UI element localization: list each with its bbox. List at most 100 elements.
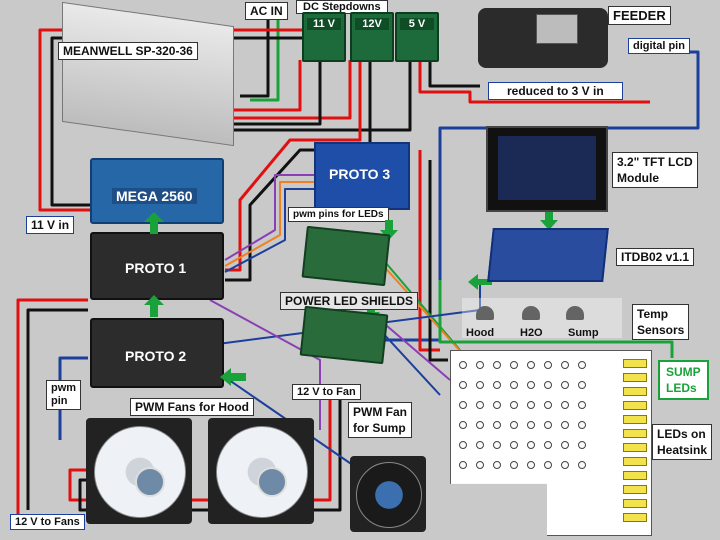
led-dot	[561, 381, 569, 389]
led-dot	[510, 441, 518, 449]
arrow-green-icon	[468, 274, 492, 290]
led-dot	[544, 381, 552, 389]
fan-icon	[86, 418, 192, 524]
led-dot	[476, 461, 484, 469]
itdb02-board	[487, 228, 609, 282]
led-dot	[561, 401, 569, 409]
tft-lcd-module	[486, 126, 608, 212]
led-dot	[578, 421, 586, 429]
led-dot	[561, 361, 569, 369]
led-dot	[493, 461, 501, 469]
wire-pwm-blue	[224, 188, 320, 273]
led-dot	[459, 461, 467, 469]
itdb02-label: ITDB02 v1.1	[616, 248, 695, 266]
led-dot	[578, 381, 586, 389]
pwm-fans-hood-label: PWM Fans for Hood	[130, 398, 254, 416]
led-dot	[527, 401, 535, 409]
led-dot	[476, 421, 484, 429]
led-tag	[623, 415, 647, 424]
wire-ac-black	[240, 18, 270, 98]
led-dot	[578, 401, 586, 409]
led-dot	[510, 361, 518, 369]
power-led-shield-1	[301, 225, 391, 287]
stepdown-12v-label: 12V	[355, 18, 389, 30]
hood-fan-1-hub	[135, 467, 165, 497]
leds-heatsink-label: LEDs on Heatsink	[652, 424, 713, 460]
stepdown-12v: 12V	[350, 12, 394, 62]
wire-psu-red-1	[210, 60, 302, 112]
led-dot	[578, 441, 586, 449]
wire-hood-fans-red	[68, 390, 332, 502]
led-dot	[527, 441, 535, 449]
led-dot	[578, 361, 586, 369]
led-tag	[623, 401, 647, 410]
wire-12v-red	[225, 60, 362, 272]
led-dot	[476, 401, 484, 409]
heatsink-led-map: Power LED V2's -- Shield 1 Power LED V2'…	[450, 350, 652, 536]
led-dot	[527, 381, 535, 389]
wire-psu-red-2	[230, 60, 352, 120]
proto1-board: PROTO 1	[90, 232, 224, 300]
led-tag	[623, 471, 647, 480]
12v-fans-label: 12 V to Fans	[10, 514, 85, 530]
11v-in-label: 11 V in	[26, 216, 75, 234]
ac-in-label: AC IN	[245, 2, 288, 20]
led-tag	[623, 359, 647, 368]
led-dot	[493, 401, 501, 409]
wire-fans-black	[26, 308, 88, 510]
led-tag	[623, 443, 647, 452]
sensor-icon	[476, 306, 494, 320]
stepdown-5v: 5 V	[395, 12, 439, 62]
wire-sump-green	[438, 280, 674, 358]
proto1-label: PROTO 1	[122, 260, 190, 276]
arrow-green-icon	[540, 210, 558, 230]
power-supply	[62, 1, 234, 147]
wire-sump-fan-purple	[209, 299, 321, 430]
led-dot	[544, 461, 552, 469]
tft-screen	[498, 136, 596, 200]
led-dot	[493, 361, 501, 369]
led-tag	[623, 499, 647, 508]
wire-shield-blue	[379, 329, 441, 396]
led-dot	[493, 381, 501, 389]
led-tag	[623, 373, 647, 382]
wire-shield-green	[379, 255, 461, 351]
led-dot	[476, 381, 484, 389]
led-dot	[527, 361, 535, 369]
wire-proto2-black	[428, 160, 448, 362]
led-tag	[623, 429, 647, 438]
12v-fan-label: 12 V to Fan	[292, 384, 361, 400]
led-dot	[527, 461, 535, 469]
h2o-label: H2O	[520, 327, 543, 339]
led-dot	[476, 361, 484, 369]
led-dot	[561, 461, 569, 469]
wire-pwm-purple	[224, 174, 320, 261]
led-dot	[510, 401, 518, 409]
led-dot	[544, 441, 552, 449]
pwm-pins-label: pwm pins for LEDs	[288, 207, 389, 222]
wire-5v-black	[428, 60, 480, 88]
led-dot	[544, 361, 552, 369]
feeder-label: FEEDER	[608, 6, 671, 25]
arrow-green-icon	[144, 295, 164, 317]
temp-sensors-label: Temp Sensors	[632, 304, 690, 340]
wire-psu-black-2	[220, 60, 412, 132]
arrow-green-icon	[220, 368, 246, 386]
led-dot	[510, 381, 518, 389]
led-tag	[623, 513, 647, 522]
power-led-shield-2	[299, 305, 389, 365]
hood-label: Hood	[466, 327, 495, 339]
led-dot	[510, 461, 518, 469]
arrow-green-icon	[144, 212, 164, 234]
reduced-label: reduced to 3 V in	[488, 82, 623, 100]
meanwell-label: MEANWELL SP-320-36	[58, 42, 198, 60]
stepdown-5v-label: 5 V	[400, 18, 434, 30]
led-dot	[476, 441, 484, 449]
sensor-icon	[522, 306, 540, 320]
hood-fan-2-blade	[216, 426, 308, 518]
proto2-label: PROTO 2	[122, 348, 190, 364]
fan-icon	[208, 418, 314, 524]
power-led-shields-label: POWER LED SHIELDS	[280, 292, 419, 310]
led-dot	[527, 421, 535, 429]
